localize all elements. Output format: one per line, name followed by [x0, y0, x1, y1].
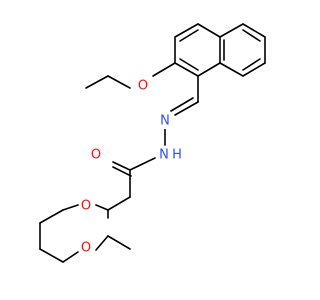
oxygen-label-ethoxy: O [138, 79, 148, 94]
bond [107, 196, 131, 211]
bond [197, 62, 221, 77]
bond [95, 204, 109, 211]
bond [112, 161, 131, 171]
bond [170, 97, 194, 112]
bond [112, 166, 132, 177]
nitrogen-label-imine: N [160, 114, 170, 129]
oxygen-label-ring-bottom: O [81, 241, 91, 256]
atom-label-layer: O N N H O O O [79, 78, 183, 256]
oxygen-label-carbonyl: O [91, 148, 101, 163]
bond [174, 62, 199, 77]
bond [174, 23, 199, 38]
hydrogen-label-amide: H [172, 148, 182, 163]
nitrogen-label-amide: N [159, 148, 169, 163]
bond [85, 75, 109, 89]
bond [107, 235, 131, 250]
bond [179, 29, 199, 42]
bond [107, 75, 131, 89]
structure-drawing: O N N H O O O [39, 23, 266, 263]
bond [62, 204, 79, 211]
bond [242, 23, 266, 38]
bond [152, 62, 176, 77]
bond [197, 23, 221, 38]
bond [39, 209, 64, 224]
bond [242, 62, 266, 77]
bond [242, 58, 261, 71]
bond [219, 23, 244, 38]
molecule-diagram: O N N H O O O [39, 23, 266, 263]
bond [62, 251, 79, 263]
bond [95, 235, 109, 251]
bond [219, 62, 244, 77]
oxygen-label-ring-top: O [81, 199, 91, 214]
bond [174, 101, 199, 116]
bond [179, 58, 199, 71]
bond [242, 29, 261, 42]
bond [39, 248, 64, 263]
bond [129, 157, 156, 171]
bond-layer [39, 23, 266, 263]
